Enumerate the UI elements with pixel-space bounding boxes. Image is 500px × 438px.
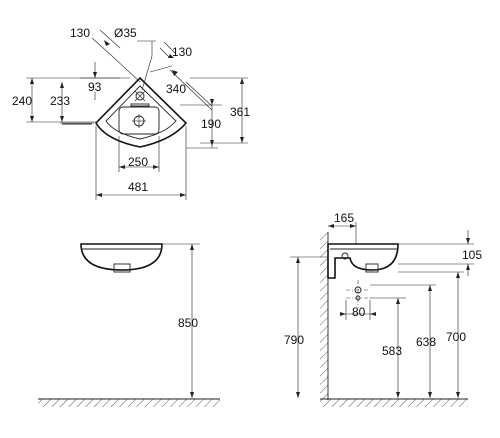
dim-240: 240	[12, 94, 32, 108]
dim-165: 165	[334, 211, 354, 225]
basin-side-outline	[327, 243, 399, 279]
dim-dia35: Ø35	[114, 26, 137, 40]
basin-inner-rim	[105, 85, 177, 140]
tap-hole	[135, 91, 145, 101]
dim-130-left: 130	[70, 26, 90, 40]
top-view: 130 Ø35 130 93 340 240 233 361 190 250 4…	[12, 26, 250, 200]
floor-front	[38, 399, 220, 407]
side-view: 165 105 80 790 583 638	[284, 211, 482, 407]
front-view: 850	[38, 243, 220, 407]
basin-top-outline	[94, 76, 188, 148]
dim-105: 105	[462, 248, 482, 262]
dim-93: 93	[88, 80, 102, 94]
bowl-rect	[118, 106, 160, 135]
dim-233: 233	[50, 94, 70, 108]
dim-190: 190	[201, 117, 221, 131]
dim-850: 850	[178, 316, 198, 330]
floor-side	[320, 399, 468, 407]
dim-638: 638	[416, 335, 436, 349]
dim-790: 790	[284, 333, 304, 347]
dim-80: 80	[352, 305, 366, 319]
dim-361: 361	[230, 105, 250, 119]
dim-340: 340	[166, 82, 186, 96]
dim-130-right: 130	[172, 45, 192, 59]
wall	[320, 232, 328, 400]
dim-583: 583	[382, 344, 402, 358]
dim-700: 700	[446, 330, 466, 344]
basin-front-outline	[80, 243, 163, 271]
dim-250: 250	[128, 155, 148, 169]
dim-481: 481	[128, 180, 148, 194]
